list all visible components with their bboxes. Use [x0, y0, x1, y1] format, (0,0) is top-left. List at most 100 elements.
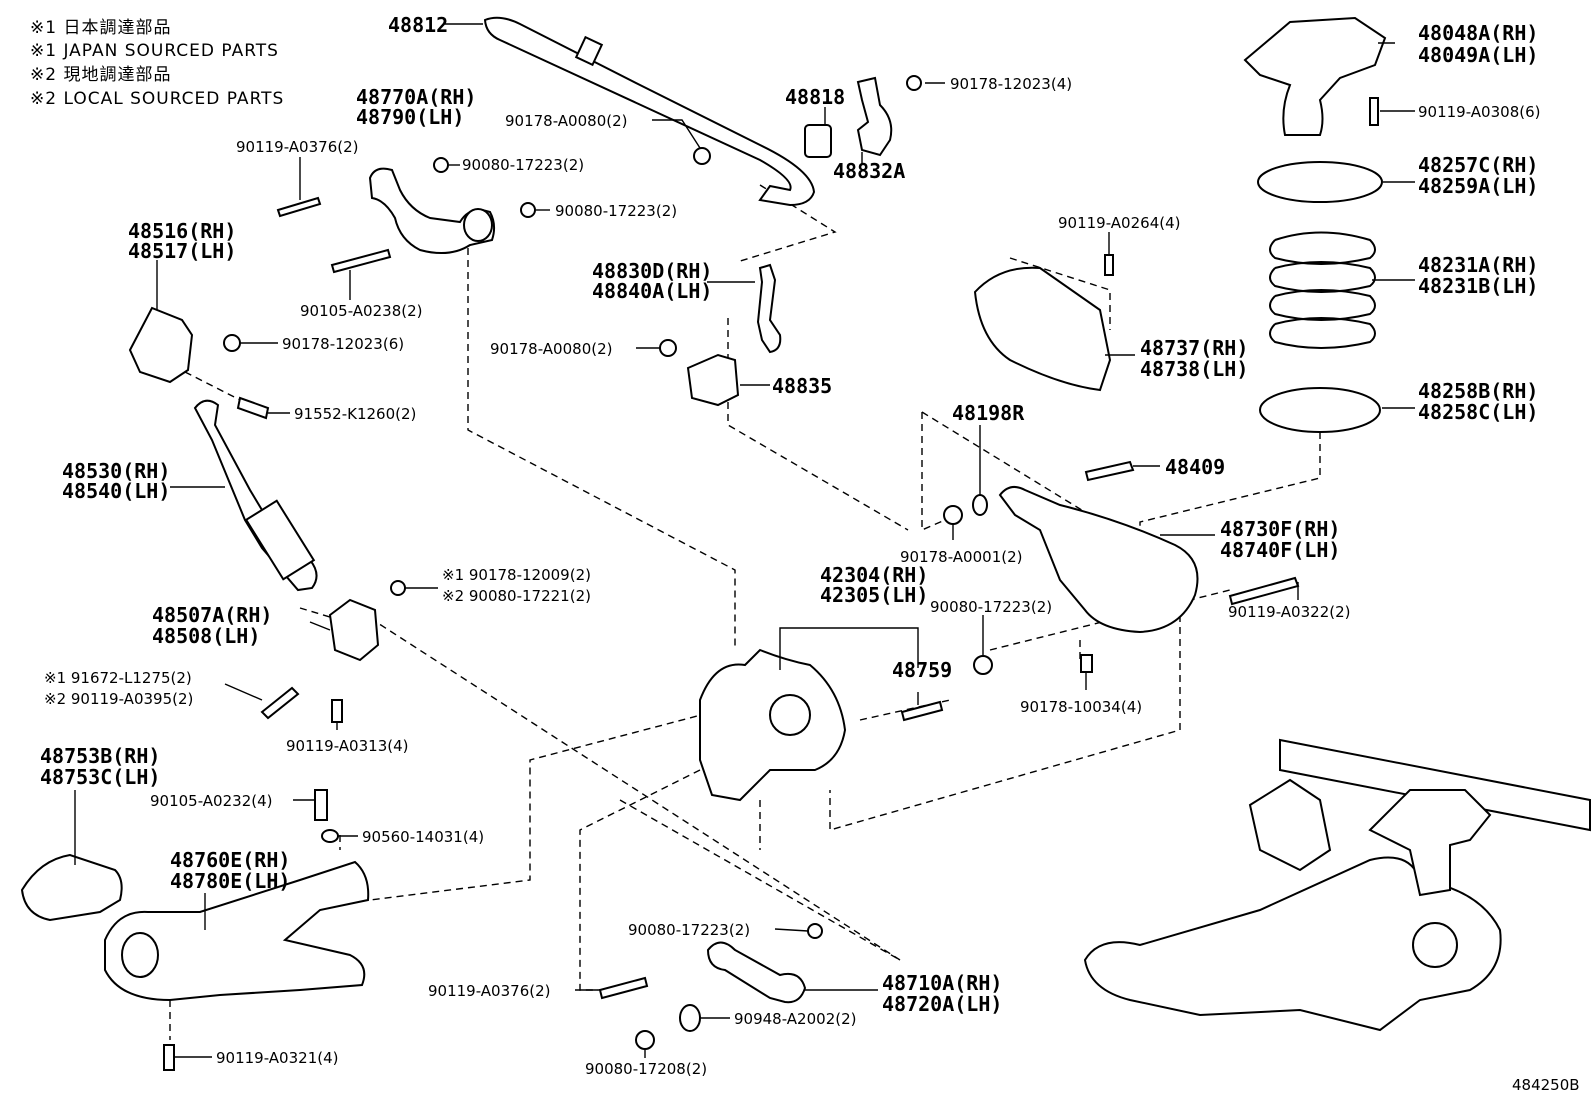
assembled-view-frame-drawing [1279, 738, 1591, 832]
stabilizer-bracket-drawing [856, 76, 893, 157]
label-shock-rh: 48530(RH) [62, 459, 170, 483]
label-mount-rh: 48507A(RH) [152, 603, 272, 627]
label-nut-upper-1: 90080-17223(2) [462, 156, 584, 174]
cam-bolt-drawing [1084, 460, 1135, 482]
label-upper-arm-lh: 48790(LH) [356, 105, 464, 129]
toe-bolt-drawing [598, 976, 649, 1000]
label-nut-cam: 90178-A0001(2) [900, 548, 1022, 566]
label-shock-lh: 48540(LH) [62, 479, 170, 503]
label-washer-toe: 90948-A2002(2) [734, 1010, 856, 1028]
bracket-bolt-drawing [330, 248, 392, 274]
arm-guard-drawing [20, 853, 123, 922]
label-trail-arm-lh: 48780E(LH) [170, 869, 290, 893]
label-lower-arm-lh: 48740F(LH) [1220, 538, 1340, 562]
label-bolt-trail: 90119-A0321(4) [216, 1049, 338, 1067]
label-support-rh: 48048A(RH) [1418, 21, 1538, 45]
note-2-en: ※2 LOCAL SOURCED PARTS [30, 89, 284, 109]
lower-insulator-drawing [1259, 387, 1381, 433]
label-toe-lh: 48720A(LH) [882, 992, 1002, 1016]
label-stabilizer-bracket: 48832A [833, 159, 905, 183]
label-link-rh: 48830D(RH) [592, 259, 712, 283]
assembled-view-arm-drawing [1083, 856, 1502, 1032]
note-1-en: ※1 JAPAN SOURCED PARTS [30, 41, 279, 61]
assembled-view-hub-drawing [1412, 922, 1458, 968]
sourcing-notes: ※1 日本調達部品 ※1 JAPAN SOURCED PARTS ※2 現地調達… [30, 18, 284, 109]
link-bracket-drawing [686, 353, 740, 407]
label-mount-lh: 48508(LH) [152, 624, 260, 648]
label-stabilizer-bushing: 48818 [785, 85, 845, 109]
label-nut-lower: 90080-17223(2) [930, 598, 1052, 616]
stabilizer-bushing-drawing [804, 124, 832, 158]
label-toe-rh: 48710A(RH) [882, 971, 1002, 995]
trailing-arm-bushing-drawing [121, 932, 159, 978]
upper-nut-2-drawing [520, 202, 536, 218]
label-nut-mount-local: ※2 90080-17221(2) [442, 587, 591, 605]
label-bolt-support: 90119-A0308(6) [1418, 103, 1540, 121]
guard-bolt-drawing [314, 789, 328, 821]
lower-bolt-drawing [1228, 576, 1300, 606]
cam-nut-drawing [943, 505, 963, 525]
label-support-lh: 48049A(LH) [1418, 43, 1538, 67]
label-bolt-bracket: 90105-A0238(2) [300, 302, 422, 320]
small-nut-drawing [1080, 654, 1093, 673]
label-spring-lh: 48231B(LH) [1418, 274, 1538, 298]
spring-cover-drawing [973, 266, 1112, 392]
label-insulator-bot-rh: 48258B(RH) [1418, 379, 1538, 403]
label-bracket-lh: 48517(LH) [128, 239, 236, 263]
label-nut-bar: 90178-A0080(2) [505, 112, 627, 130]
assembled-view-strut-drawing [1368, 789, 1492, 897]
label-bolt-mount-local: ※2 90119-A0395(2) [44, 690, 193, 708]
label-upper-arm-rh: 48770A(RH) [356, 85, 476, 109]
label-link-bracket: 48835 [772, 374, 832, 398]
label-nut-small: 90178-10034(4) [1020, 698, 1142, 716]
upper-arm-bushing-drawing [463, 208, 493, 242]
label-cam-bolt: 48409 [1165, 455, 1225, 479]
label-trail-arm-rh: 48760E(RH) [170, 848, 290, 872]
mount-bottom-bolt-drawing [331, 699, 343, 723]
toe-link-drawing [706, 941, 807, 1004]
link-nut-drawing [659, 339, 677, 357]
label-bracket-rh: 48516(RH) [128, 219, 236, 243]
shock-upper-bracket-drawing [128, 306, 194, 384]
label-nut-link: 90178-A0080(2) [490, 340, 612, 358]
label-insulator-top-lh: 48259A(LH) [1418, 174, 1538, 198]
upper-support-drawing [1243, 16, 1387, 136]
label-cover-rh: 48737(RH) [1140, 336, 1248, 360]
part-labels: 48812 48818 48832A 90178-12023(4) 90178-… [40, 13, 1580, 1094]
label-bolt-shock: 91552-K1260(2) [294, 405, 416, 423]
upper-nut-1-drawing [433, 157, 449, 173]
trailing-arm-drawing [104, 860, 370, 1002]
knuckle-hub-drawing [769, 694, 811, 736]
figure-code: 484250B [1512, 1076, 1580, 1094]
label-cam: 48198R [952, 401, 1025, 425]
toe-washer-drawing [679, 1004, 701, 1032]
upper-bolt-drawing [276, 196, 322, 218]
knuckle-bolt-drawing [900, 700, 944, 722]
label-nut-upper-2: 90080-17223(2) [555, 202, 677, 220]
label-spring-rh: 48231A(RH) [1418, 253, 1538, 277]
upper-control-arm-drawing [368, 167, 496, 255]
toe-nut-bottom-drawing [635, 1030, 655, 1050]
shock-absorber-body-drawing [244, 499, 316, 581]
label-insulator-top-rh: 48257C(RH) [1418, 153, 1538, 177]
guard-washer-drawing [321, 829, 339, 843]
support-bolt-drawing [1369, 97, 1379, 126]
shock-lower-mount-drawing [328, 598, 380, 662]
stabilizer-bar-drawing [483, 16, 816, 207]
upper-insulator-drawing [1257, 161, 1383, 203]
note-1-jp: ※1 日本調達部品 [30, 18, 171, 38]
label-bolt-mount-jp: ※1 91672-L1275(2) [44, 669, 192, 687]
mount-nut-drawing [390, 580, 406, 596]
mount-bolt-drawing [260, 686, 300, 720]
stabilizer-link-drawing [756, 263, 782, 354]
lower-nut-drawing [973, 655, 993, 675]
bracket-nut-drawing [906, 75, 922, 91]
label-knuckle-rh: 42304(RH) [820, 563, 928, 587]
label-bolt-guard: 90105-A0232(4) [150, 792, 272, 810]
stabilizer-bar-bushing-drawing [574, 35, 604, 67]
label-nut-toe-bottom: 90080-17208(2) [585, 1060, 707, 1078]
label-insulator-bot-lh: 48258C(LH) [1418, 400, 1538, 424]
lower-control-arm-drawing [998, 485, 1199, 634]
label-nut-bracket: 90178-12023(6) [282, 335, 404, 353]
